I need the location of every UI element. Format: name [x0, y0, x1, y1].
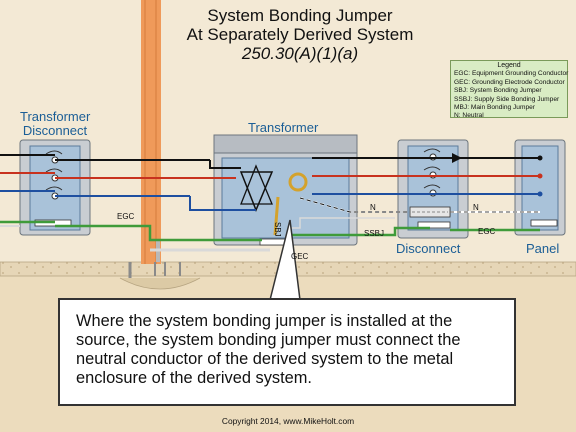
legend-item-gec: GEC: Grounding Electrode Conductor [454, 78, 565, 86]
ssbj-label: SSBJ [364, 229, 385, 238]
legend-item-mbj: MBJ: Main Bonding Jumper [454, 104, 535, 112]
supply-conductors [0, 154, 256, 211]
legend-heading: Legend [497, 62, 521, 69]
neutral-label-1: N [370, 203, 376, 212]
title-code-reference: 250.30(A)(1)(a) [241, 44, 359, 63]
legend-item-n: N: Neutral [454, 112, 484, 120]
explanation-callout: Where the system bonding jumper is insta… [58, 298, 516, 406]
grounding-conductors [0, 217, 540, 242]
secondary-conductors [312, 153, 543, 197]
copyright-notice: Copyright 2014, www.MikeHolt.com [221, 416, 355, 426]
legend-item-sbj: SBJ: System Bonding Jumper [454, 87, 542, 95]
title-line-1: System Bonding Jumper [207, 6, 393, 25]
transformer-disconnect-label-line-2: Disconnect [22, 123, 88, 138]
panel-enclosure [514, 139, 566, 236]
title-line-2: At Separately Derived System [186, 25, 414, 44]
disconnect-enclosure [397, 139, 469, 239]
title-block: System Bonding Jumper At Separately Deri… [150, 6, 450, 63]
panel-label: Panel [526, 241, 560, 256]
legend-item-ssbj: SSBJ: Supply Side Bonding Jumper [454, 95, 560, 103]
gec-label: GEC [291, 252, 309, 261]
neutral-label-2: N [473, 203, 479, 212]
disconnect-label: Disconnect [396, 241, 461, 256]
utility-pole [141, 0, 161, 264]
transformer-disconnect-label: Transformer Disconnect [20, 110, 90, 138]
legend-item-egc: EGC: Equipment Grounding Conductor [454, 70, 569, 78]
neutral-conductors [299, 197, 540, 218]
transformer-disconnect-label-line-1: Transformer [20, 109, 91, 124]
transformer-enclosure [213, 134, 358, 246]
egc-right-label: EGC [478, 227, 496, 236]
gec-conductor [128, 240, 270, 278]
legend-box: Legend EGC: Equipment Grounding Conducto… [450, 60, 569, 120]
egc-left-label: EGC [117, 212, 135, 221]
transformer-label: Transformer [248, 120, 319, 135]
sbj-label: SBJ [273, 222, 282, 237]
